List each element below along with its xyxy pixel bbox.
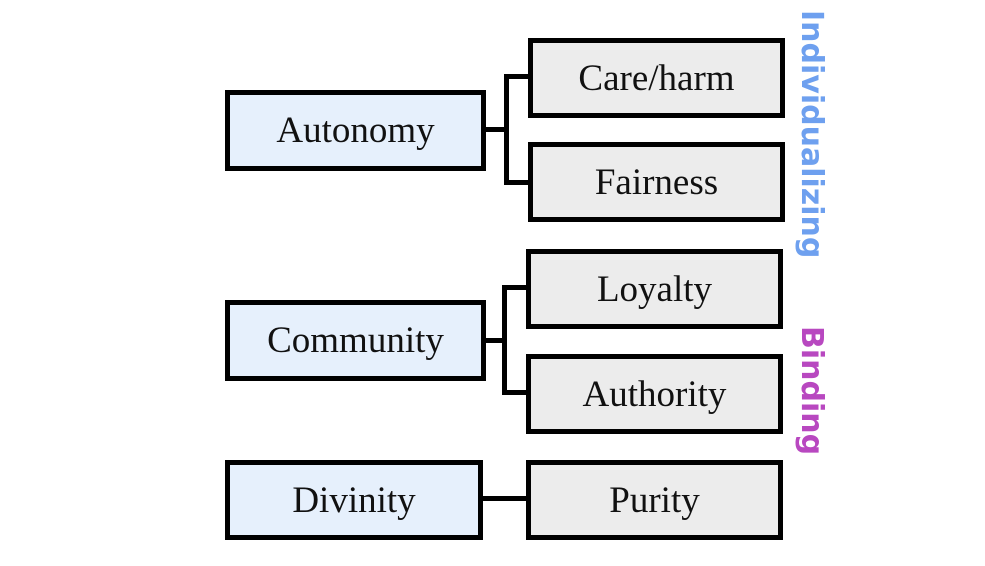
connector-autonomy-vertical xyxy=(504,74,509,185)
ethic-label-autonomy: Autonomy xyxy=(276,110,435,151)
connector-autonomy-stem xyxy=(484,127,508,132)
foundation-label-care-harm: Care/harm xyxy=(578,57,735,99)
foundation-label-purity: Purity xyxy=(609,479,700,521)
ethic-box-divinity: Divinity xyxy=(225,460,483,540)
connector-community-authority xyxy=(502,390,528,395)
connector-autonomy-care xyxy=(504,74,530,79)
ethic-label-community: Community xyxy=(267,320,444,361)
foundation-label-fairness: Fairness xyxy=(594,161,719,203)
connector-community-stem xyxy=(484,338,506,343)
group-label-individualizing: Individualizing xyxy=(794,10,829,259)
ethic-box-community: Community xyxy=(225,300,486,381)
foundation-box-purity: Purity xyxy=(526,460,783,540)
foundation-box-care-harm: Care/harm xyxy=(528,38,785,118)
connector-autonomy-fairness xyxy=(504,180,530,185)
ethic-box-autonomy: Autonomy xyxy=(225,90,486,171)
group-label-binding: Binding xyxy=(794,326,829,456)
connector-community-loyalty xyxy=(502,285,528,290)
foundation-label-authority: Authority xyxy=(582,373,727,415)
foundation-box-loyalty: Loyalty xyxy=(526,249,783,329)
connector-community-vertical xyxy=(502,285,507,395)
foundation-label-loyalty: Loyalty xyxy=(596,268,713,310)
foundation-box-authority: Authority xyxy=(526,354,783,434)
connector-divinity-purity xyxy=(481,496,529,501)
ethic-label-divinity: Divinity xyxy=(292,479,416,521)
foundation-box-fairness: Fairness xyxy=(528,142,785,222)
